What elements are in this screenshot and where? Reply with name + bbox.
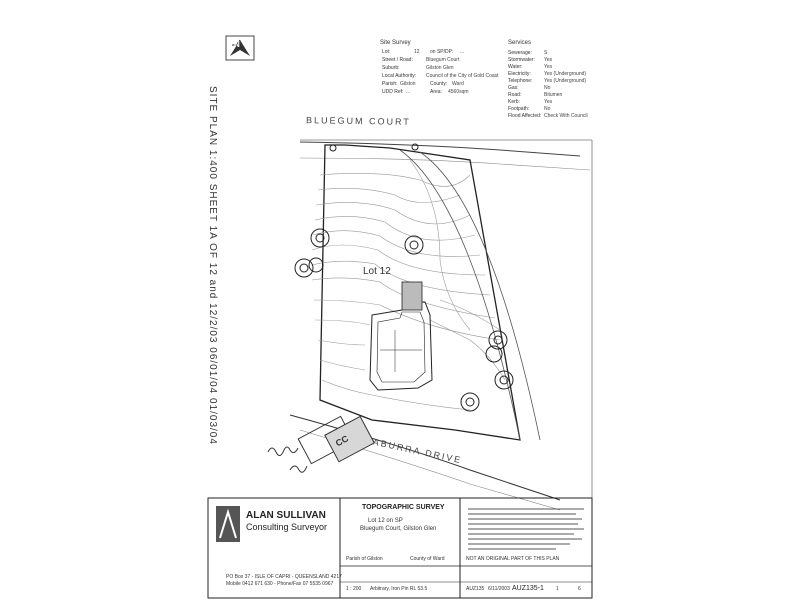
- drawing-number: AUZ135-1: [512, 585, 544, 592]
- site-survey-box: Site Survey Lot: 12 on SP/DP: ... Street…: [380, 40, 499, 95]
- survey-parish: Parish of Gilston: [346, 556, 383, 562]
- house-footprint: [369, 281, 433, 391]
- survey-address: Bluegum Court, Gilston Glen: [360, 526, 437, 532]
- company-po-box: PO Box 37 - ISLE OF CAPRI - QUEENSLAND 4…: [226, 574, 342, 580]
- survey-county: County of Ward: [410, 556, 445, 562]
- road-label-bluegum-court: BLUEGUM COURT: [305, 115, 411, 127]
- sheet-side-title: SITE PLAN 1:400 SHEET 1A OF 12 and 12/2/…: [207, 86, 218, 445]
- survey-title: TOPOGRAPHIC SURVEY: [362, 504, 445, 511]
- services-heading: Services: [508, 40, 532, 46]
- company-phone: Mobile 0412 671 630 - Phone/Fax 07 5535 …: [226, 581, 334, 587]
- not-original-note: NOT AN ORIGINAL PART OF THIS PLAN: [466, 556, 560, 562]
- lot-label: Lot 12: [363, 266, 391, 277]
- revision-number: 6: [578, 586, 581, 592]
- survey-date: 6/11/2003: [488, 586, 510, 592]
- survey-scale: 1 : 200: [346, 586, 362, 592]
- services-box: Services Sewerage:S Stormwater:Yes Water…: [508, 40, 588, 119]
- surveyor-logo-icon: [216, 506, 240, 542]
- sheet-number: 1: [556, 586, 559, 592]
- survey-lot: Lot 12 on SP: [368, 518, 403, 524]
- council-stamp: CC: [297, 415, 375, 465]
- notes-text-block: [466, 506, 586, 552]
- tree-icons: [294, 228, 514, 412]
- survey-job: AUZ135: [466, 586, 485, 592]
- notes-lines: [468, 508, 584, 550]
- site-survey-heading: Site Survey: [380, 40, 411, 46]
- company-name: ALAN SULLIVAN: [246, 510, 326, 521]
- company-subtitle: Consulting Surveyor: [246, 522, 328, 532]
- north-arrow-icon: [225, 35, 255, 61]
- handwritten-signature: [267, 446, 308, 473]
- north-label: N: [234, 40, 240, 49]
- survey-datum: Arbitrary, Iron Pin RL 53.5: [370, 586, 428, 592]
